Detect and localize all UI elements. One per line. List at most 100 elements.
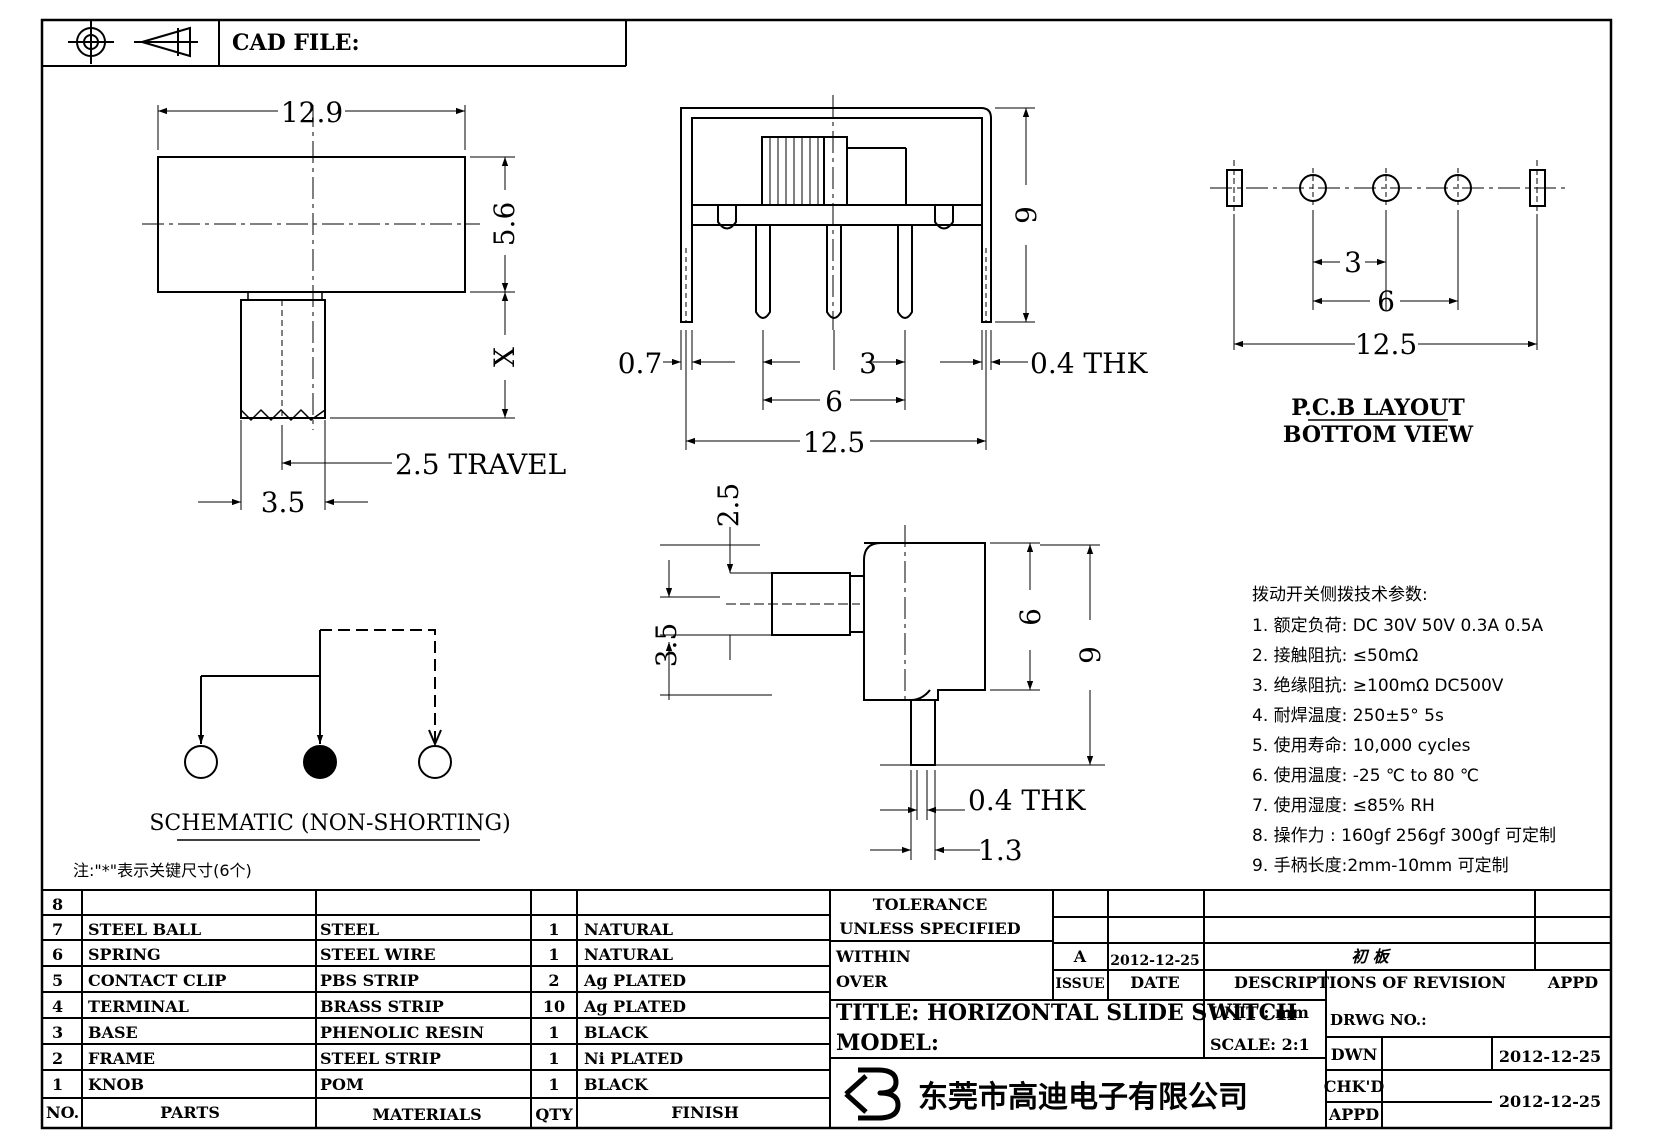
bom-part: CONTACT CLIP <box>88 971 226 990</box>
contact-common-icon <box>303 745 337 779</box>
spec-item: 7. 使用湿度: ≤85% RH <box>1252 795 1435 816</box>
bom-part: KNOB <box>88 1075 144 1094</box>
bom-material: STEEL <box>320 920 379 939</box>
bom-qty: 2 <box>548 971 559 990</box>
sheet-border <box>40 18 1613 1130</box>
bom-qty: 10 <box>543 997 565 1016</box>
spec-item: 2. 接触阻抗: ≤50mΩ <box>1252 646 1418 666</box>
cad-file-label: CAD FILE: <box>232 30 360 56</box>
bom-material: STEEL STRIP <box>320 1049 441 1068</box>
drawing-title: TITLE: HORIZONTAL SLIDE SWITCH <box>836 1000 1297 1026</box>
checked-date: 2012-12-25 <box>1499 1092 1601 1111</box>
tolerance-line1: TOLERANCE <box>873 895 988 914</box>
revision-letter: A <box>1073 947 1087 966</box>
company-name: 东莞市高迪电子有限公司 <box>918 1080 1248 1115</box>
bom-qty: 1 <box>548 1023 559 1042</box>
spec-item: 5. 使用寿命: 10,000 cycles <box>1252 735 1471 756</box>
key-dimension-note: 注:"*"表示关键尺寸(6个) <box>73 861 252 880</box>
pcb-layout-title: P.C.B LAYOUT <box>1291 395 1465 421</box>
title-block <box>830 890 1611 1128</box>
front-travel-dim: 2.5 TRAVEL <box>395 448 566 481</box>
bom-no: 8 <box>52 895 63 914</box>
checked-by-label: CHK'D <box>1324 1077 1385 1096</box>
tolerance-over: OVER <box>836 972 888 991</box>
bom-header-parts: PARTS <box>160 1103 220 1122</box>
front-knob-dim: 3.5 <box>261 486 306 519</box>
bom-qty: 1 <box>548 1075 559 1094</box>
bom-material: POM <box>320 1075 364 1094</box>
issue-header: ISSUE <box>1055 976 1104 992</box>
bom-header-qty: QTY <box>535 1105 573 1124</box>
side-pitch-dim: 3 <box>859 347 877 380</box>
contact-open-right-icon <box>418 745 452 779</box>
bom-header-finish: FINISH <box>671 1103 739 1122</box>
drawn-by-label: DWN <box>1331 1045 1377 1064</box>
spec-item: 3. 绝缘阻抗: ≥100mΩ DC500V <box>1252 676 1504 696</box>
pcb-overall-dim: 12.5 <box>1355 328 1417 361</box>
front-height-dim: 5.6 <box>488 202 521 247</box>
bom-part: BASE <box>88 1023 138 1042</box>
bom-finish: NATURAL <box>584 920 673 939</box>
side-thk-dim: 0.4 THK <box>1030 347 1149 380</box>
model-label: MODEL: <box>836 1030 939 1056</box>
drawn-date: 2012-12-25 <box>1499 1047 1601 1066</box>
bom-finish: Ag PLATED <box>583 997 686 1016</box>
bom-no: 5 <box>52 971 63 990</box>
bom-material: STEEL WIRE <box>320 945 436 964</box>
company-logo-icon <box>844 1067 901 1121</box>
bom-no: 3 <box>52 1023 63 1042</box>
bom-no: 2 <box>52 1049 63 1068</box>
bom-no: 4 <box>52 997 63 1016</box>
bom-header-materials: MATERIALS <box>372 1105 481 1124</box>
specs-title: 拨动开关侧拨技术参数: <box>1252 585 1428 605</box>
end-thk-dim: 0.4 THK <box>968 784 1087 817</box>
bom-no: 1 <box>52 1075 63 1094</box>
front-x-dim: X <box>488 347 521 367</box>
bom-finish: NATURAL <box>584 945 673 964</box>
side-overall-dim: 12.5 <box>803 426 865 459</box>
unit-label: UNIT : mm <box>1210 1003 1309 1022</box>
side-view <box>680 95 992 330</box>
approved-by-label: APPD <box>1328 1105 1379 1124</box>
bom-material: BRASS STRIP <box>320 997 444 1016</box>
bom-part: SPRING <box>88 945 161 964</box>
side-view-dimensions <box>663 107 1035 450</box>
bom-finish: Ni PLATED <box>584 1049 683 1068</box>
drawing-number-label: DRWG NO.: <box>1330 1011 1427 1029</box>
end-height-dim: 9 <box>1074 646 1107 664</box>
bom-no: 7 <box>52 920 63 939</box>
bom-finish: BLACK <box>584 1023 649 1042</box>
tolerance-line2: UNLESS SPECIFIED <box>839 919 1020 938</box>
pcb-pitch-dim: 3 <box>1344 246 1362 279</box>
bom-finish: BLACK <box>584 1075 649 1094</box>
side-span-dim: 6 <box>825 385 843 418</box>
end-body-dim: 6 <box>1014 608 1047 626</box>
bom-qty: 1 <box>548 945 559 964</box>
bom-finish: Ag PLATED <box>583 971 686 990</box>
revision-date: 2012-12-25 <box>1110 953 1200 969</box>
spec-item: 1. 额定负荷: DC 30V 50V 0.3A 0.5A <box>1252 616 1544 636</box>
front-view <box>142 105 515 510</box>
contact-open-left-icon <box>184 745 218 779</box>
appd-header: APPD <box>1547 973 1598 992</box>
bom-qty: 1 <box>548 920 559 939</box>
bom-part: TERMINAL <box>88 997 189 1016</box>
bom-part: STEEL BALL <box>88 920 201 939</box>
pcb-layout-subtitle: BOTTOM VIEW <box>1283 422 1473 448</box>
spec-item: 9. 手柄长度:2mm-10mm 可定制 <box>1252 856 1509 876</box>
schematic-label: SCHEMATIC (NON-SHORTING) <box>149 811 510 836</box>
bom-part: FRAME <box>88 1049 155 1068</box>
spec-item: 4. 耐焊温度: 250±5° 5s <box>1252 706 1444 726</box>
projection-symbol-icon <box>68 20 198 64</box>
tolerance-within: WITHIN <box>835 947 911 966</box>
bom-no: 6 <box>52 945 63 964</box>
schematic <box>177 629 480 841</box>
end-view <box>726 525 986 766</box>
revision-description: 初 板 <box>1351 947 1392 966</box>
bom-material: PBS STRIP <box>320 971 419 990</box>
bom-qty: 1 <box>548 1049 559 1068</box>
descriptions-of-revision-header: DESCRIPTIONS OF REVISION <box>1234 973 1506 992</box>
bom-header-no: NO. <box>46 1103 79 1122</box>
